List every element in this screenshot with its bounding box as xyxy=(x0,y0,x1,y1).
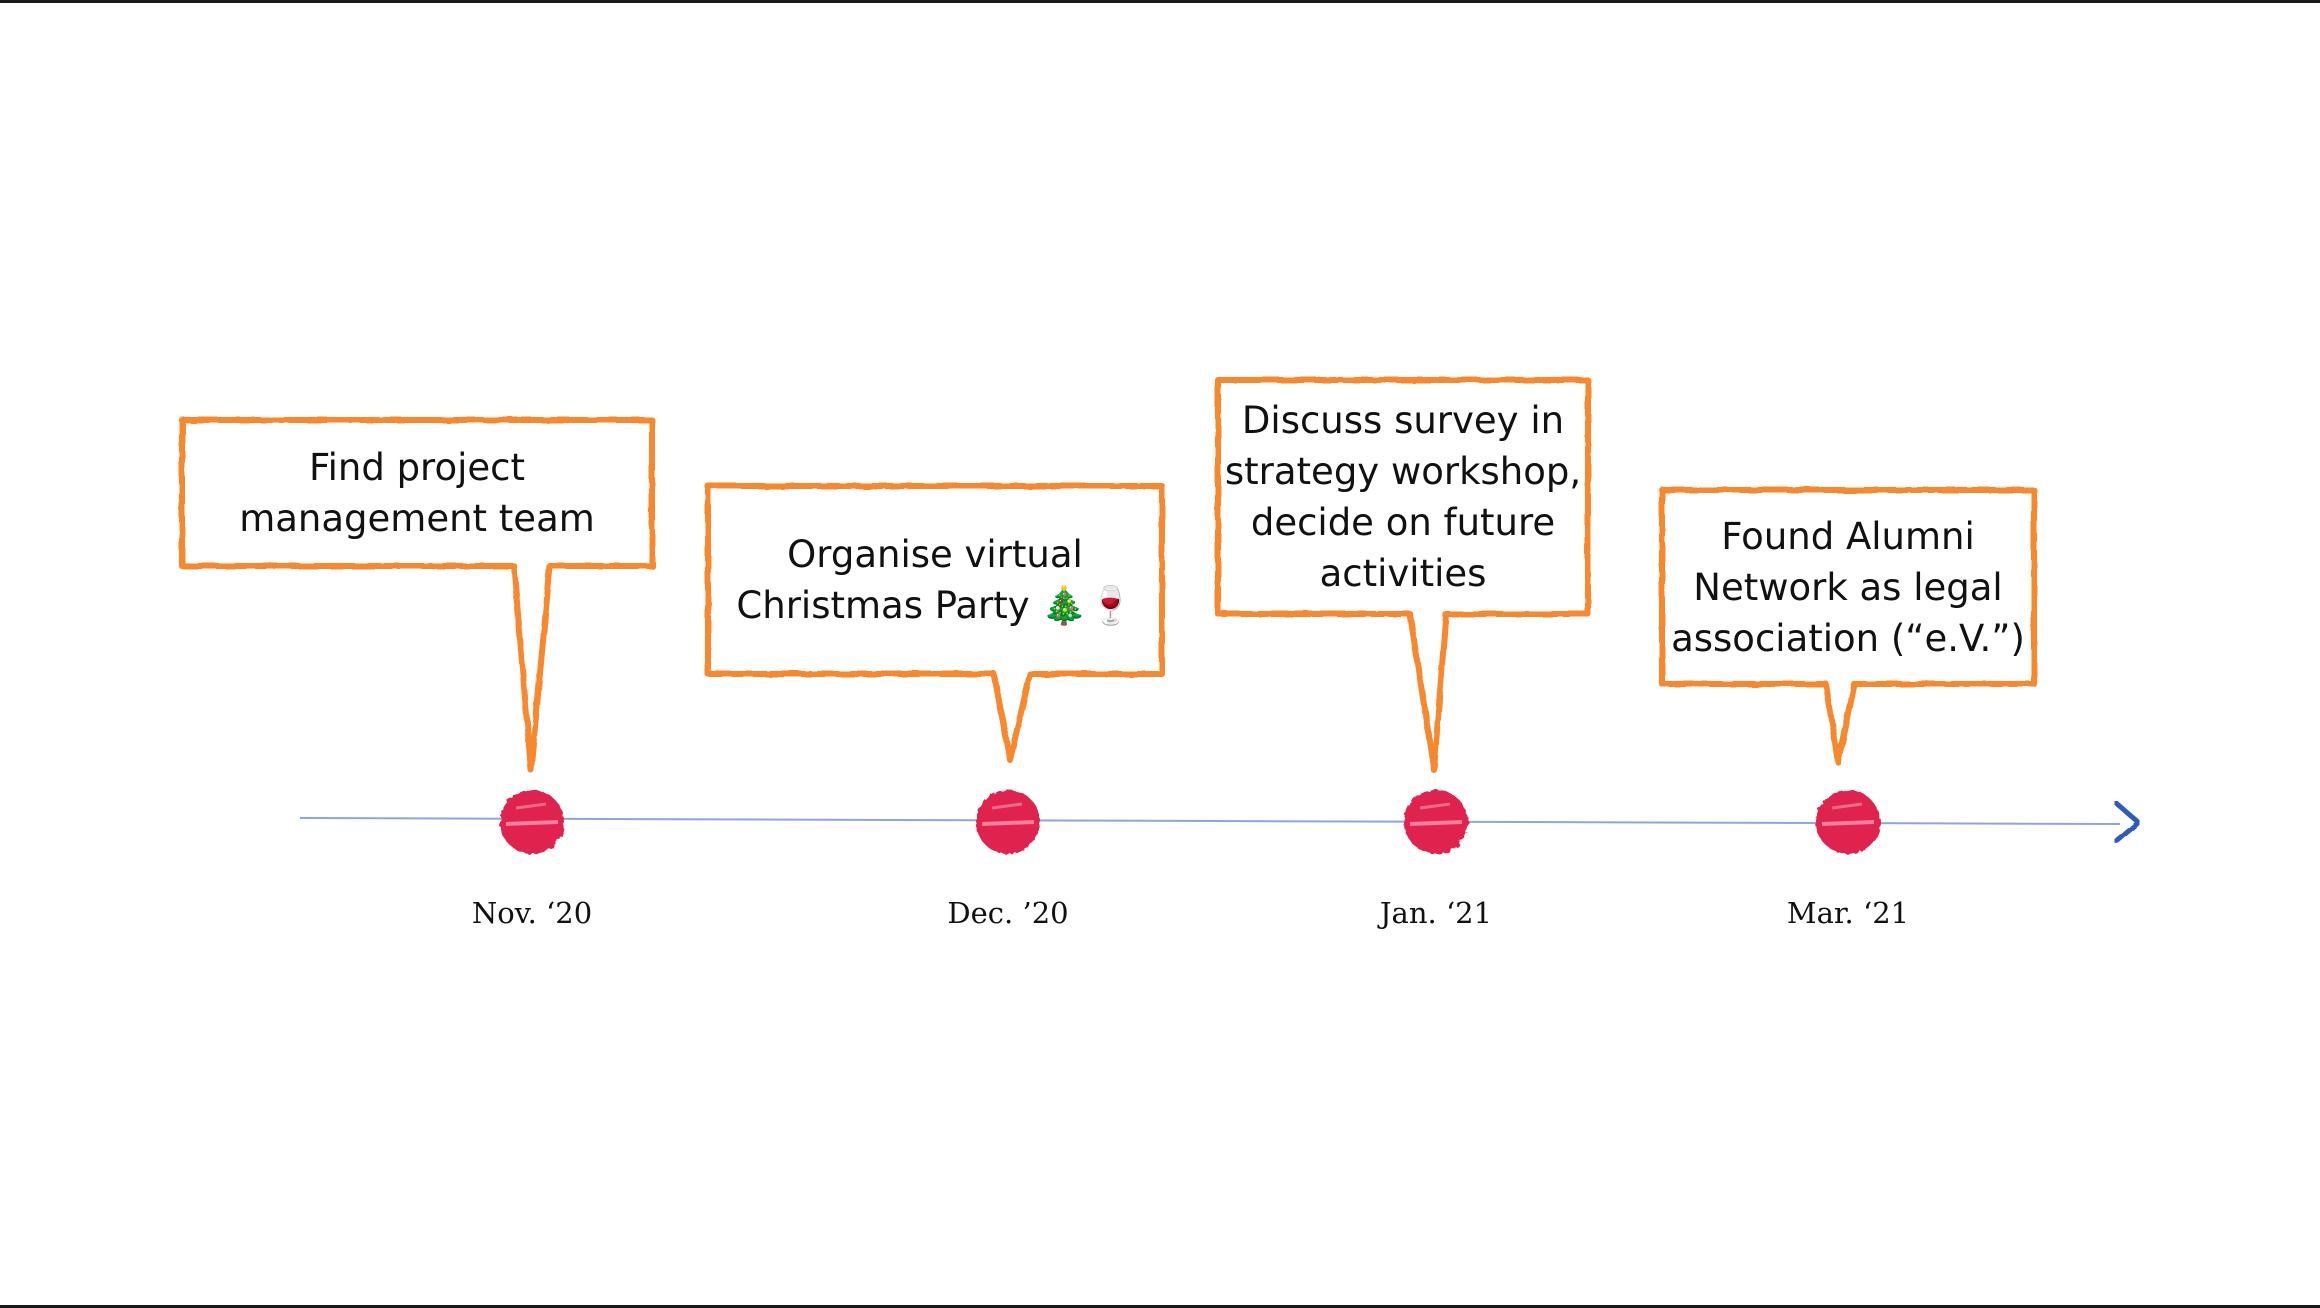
event-text-line: Network as legal xyxy=(1693,565,2003,609)
event-text-line: association (“e.V.”) xyxy=(1671,616,2025,660)
top-border xyxy=(0,0,2320,3)
event-text-1: Find project management team xyxy=(182,420,652,566)
event-text-line: strategy workshop, xyxy=(1224,450,1582,493)
event-bubble-2 xyxy=(705,483,1165,763)
event-text-line: Discuss survey in xyxy=(1241,399,1565,442)
event-bubble-4 xyxy=(1659,487,2037,765)
date-label-3: Jan. ‘21 xyxy=(1379,896,1493,930)
event-text-line: decide on future xyxy=(1250,501,1556,544)
event-text-line: activities xyxy=(1319,552,1487,595)
event-text-3: Discuss survey in strategy workshop, decid… xyxy=(1218,380,1588,614)
event-text-line: Found Alumni xyxy=(1721,514,1975,558)
timeline-marker-2 xyxy=(976,790,1040,854)
event-text-line: Christmas Party 🎄🍷 xyxy=(736,584,1134,627)
bottom-border xyxy=(0,1305,2320,1308)
timeline-marker-1 xyxy=(500,790,564,854)
event-text-line: management team xyxy=(239,497,595,540)
timeline-marker-4 xyxy=(1816,790,1880,854)
timeline-arrowhead-icon xyxy=(2113,800,2141,844)
date-label-1: Nov. ‘20 xyxy=(471,896,593,930)
date-label-4: Mar. ‘21 xyxy=(1786,896,1910,930)
event-bubble-3 xyxy=(1215,377,1591,773)
event-text-line: Find project xyxy=(309,446,525,489)
timeline-marker-3 xyxy=(1404,790,1468,854)
date-label-2: Dec. ’20 xyxy=(947,896,1069,930)
event-text-line: Organise virtual xyxy=(787,533,1083,576)
event-bubble-1 xyxy=(179,417,655,773)
